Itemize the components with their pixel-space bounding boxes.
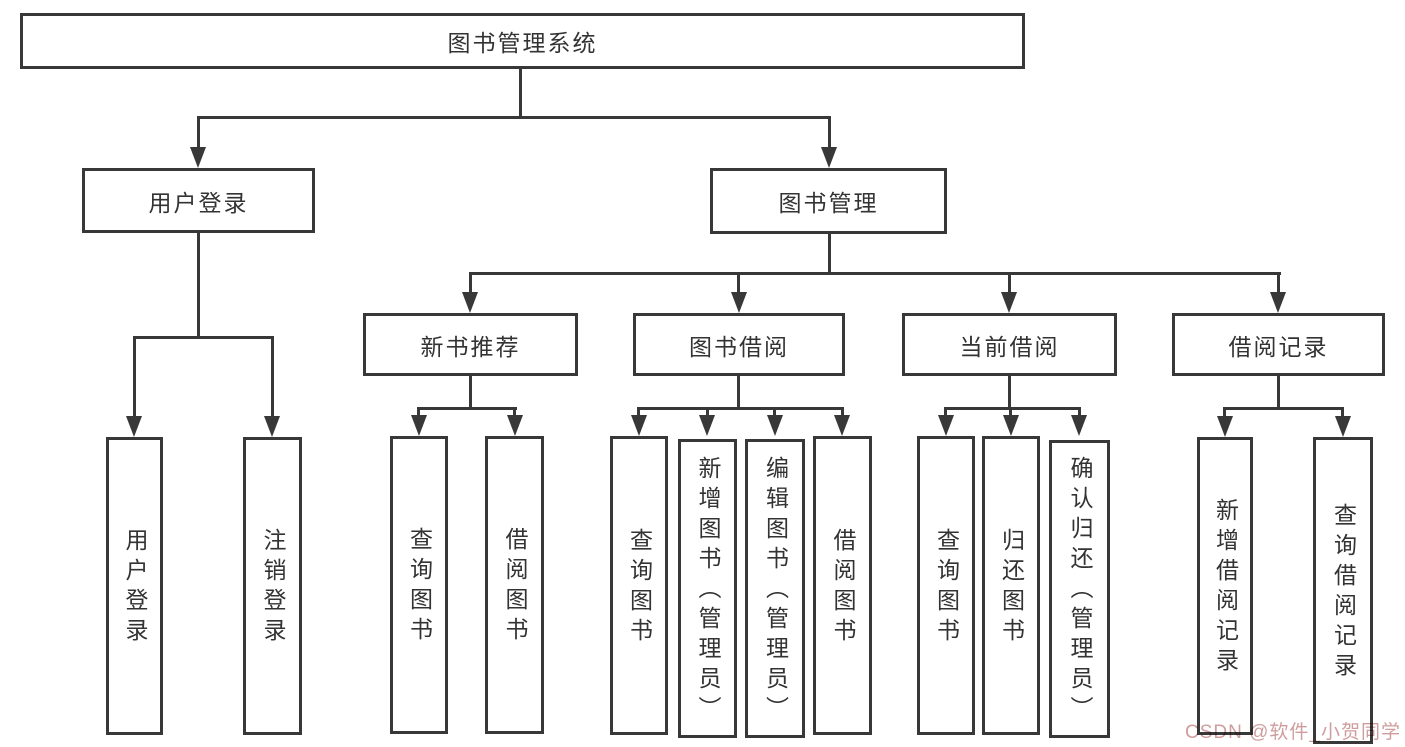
connector-arrow: [264, 416, 280, 437]
connector-line: [637, 407, 844, 410]
leaf-bb-borrow-books: 借阅图书: [813, 436, 872, 735]
leaf-bb-edit-books-admin: 编辑图书（管理员）: [745, 439, 805, 738]
connector-line: [133, 336, 274, 339]
leaf-cb-query-books: 查询图书: [917, 436, 975, 735]
connector-arrow: [462, 292, 478, 313]
leaf-rec-add-record: 新增借阅记录: [1197, 437, 1253, 735]
connector-arrow: [411, 415, 427, 436]
connector-arrow: [1335, 416, 1351, 437]
connector-arrow: [1270, 292, 1286, 313]
connector-line: [944, 407, 947, 416]
connector-arrow: [821, 147, 837, 168]
connector-line: [469, 272, 1281, 275]
connector-arrow: [699, 415, 715, 436]
connector-arrow: [1003, 415, 1019, 436]
connector-arrow: [1001, 292, 1017, 313]
leaf-nr-borrow-books: 借阅图书: [485, 436, 544, 734]
leaf-bb-add-books-admin: 新增图书（管理员）: [678, 439, 737, 738]
connector-line: [513, 407, 516, 416]
connector-line: [271, 336, 274, 416]
leaf-cb-return-books: 归还图书: [982, 436, 1040, 735]
connector-line: [944, 407, 1081, 410]
connector-arrow: [631, 415, 647, 436]
connector-arrow: [507, 415, 523, 436]
connector-line: [469, 272, 472, 293]
connector-line: [197, 116, 200, 147]
leaf-logout: 注销登录: [243, 437, 302, 735]
connector-arrow: [938, 415, 954, 436]
node-root: 图书管理系统: [20, 13, 1025, 69]
connector-arrow: [190, 147, 206, 168]
node-book-borrow: 图书借阅: [633, 313, 845, 376]
leaf-user-login: 用户登录: [106, 437, 163, 735]
connector-line: [841, 407, 844, 416]
connector-line: [1277, 376, 1280, 408]
node-borrow-records: 借阅记录: [1172, 313, 1385, 376]
node-new-book-recommend: 新书推荐: [363, 313, 578, 376]
connector-line: [469, 376, 472, 408]
connector-line: [133, 336, 136, 416]
node-user-login: 用户登录: [82, 168, 315, 233]
connector-line: [417, 407, 420, 416]
connector-arrow: [767, 415, 783, 436]
connector-line: [197, 116, 831, 119]
leaf-rec-query-record: 查询借阅记录: [1313, 437, 1373, 744]
leaf-nr-query-books: 查询图书: [390, 436, 448, 734]
connector-line: [737, 272, 740, 293]
node-current-borrow: 当前借阅: [902, 313, 1117, 376]
connector-arrow: [1217, 416, 1233, 437]
connector-line: [1277, 272, 1280, 293]
connector-arrow: [126, 416, 142, 437]
watermark: CSDN @软件_小贺同学: [1185, 722, 1401, 743]
connector-line: [828, 116, 831, 147]
connector-line: [197, 233, 200, 337]
leaf-cb-confirm-return-admin: 确认归还（管理员）: [1049, 440, 1110, 738]
connector-line: [706, 407, 709, 416]
connector-line: [637, 407, 640, 416]
connector-line: [1008, 376, 1011, 408]
connector-line: [1008, 272, 1011, 293]
connector-line: [773, 407, 776, 416]
connector-line: [417, 407, 517, 410]
connector-arrow: [834, 415, 850, 436]
connector-line: [828, 234, 831, 273]
connector-line: [1223, 407, 1344, 410]
leaf-bb-query-books: 查询图书: [610, 436, 668, 735]
connector-arrow: [1071, 415, 1087, 436]
connector-line: [1341, 407, 1344, 417]
connector-line: [737, 376, 740, 408]
connector-line: [519, 69, 522, 118]
connector-line: [1223, 407, 1226, 417]
connector-line: [1009, 407, 1012, 416]
connector-arrow: [731, 292, 747, 313]
connector-line: [1078, 407, 1081, 416]
node-book-management: 图书管理: [710, 168, 947, 234]
